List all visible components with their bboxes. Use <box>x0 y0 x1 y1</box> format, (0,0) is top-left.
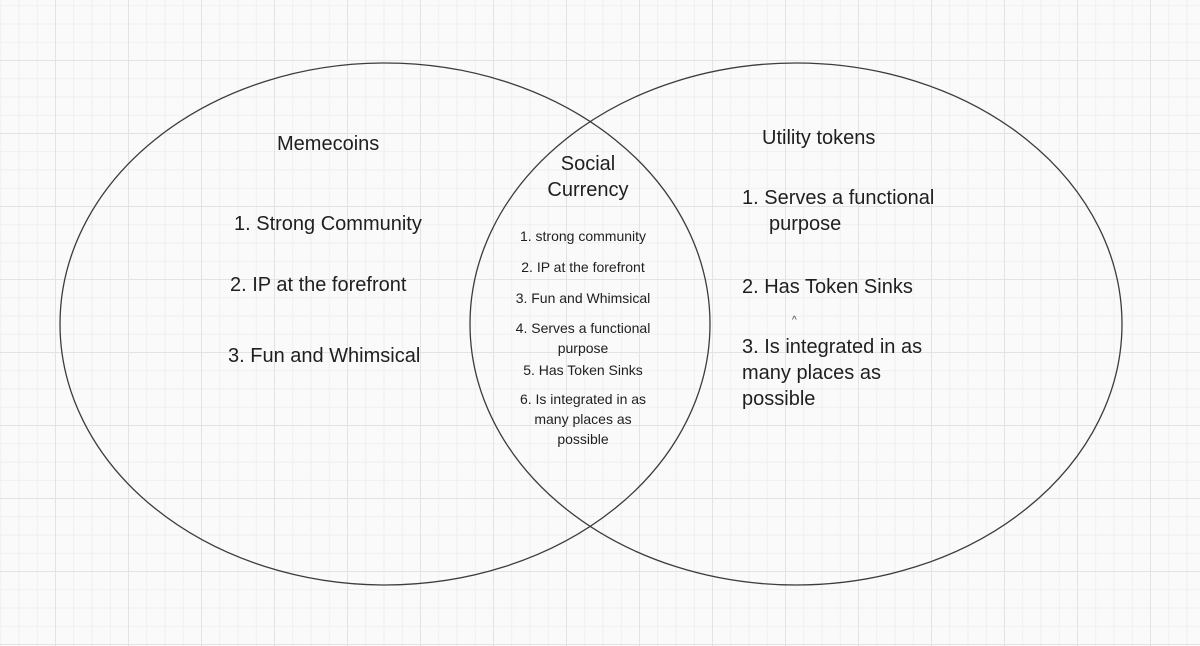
intersection-list-item[interactable]: 5. Has Token Sinks <box>523 362 643 378</box>
memecoins-list-item[interactable]: 1. Strong Community <box>234 213 422 235</box>
utility-list-item[interactable]: 2. Has Token Sinks <box>742 276 913 298</box>
memecoins-list-item[interactable]: 3. Fun and Whimsical <box>228 345 421 367</box>
utility-list-item[interactable]: 3. Is integrated in as many places as po… <box>742 336 923 410</box>
stray-caret-mark: ^ <box>792 315 797 326</box>
intersection-list-item[interactable]: 1. strong community <box>519 228 647 244</box>
social-currency-title[interactable]: Social Currency <box>547 153 629 201</box>
utility-tokens-title[interactable]: Utility tokens <box>762 127 876 149</box>
intersection-list-item[interactable]: 3. Fun and Whimsical <box>515 290 651 306</box>
utility-tokens-ellipse[interactable] <box>469 62 1123 586</box>
intersection-list-item[interactable]: 6. Is integrated in as many places as po… <box>519 391 647 447</box>
memecoins-ellipse[interactable] <box>59 62 711 586</box>
intersection-list-item[interactable]: 2. IP at the forefront <box>521 259 645 275</box>
utility-list-item[interactable]: 1. Serves a functional purpose <box>742 187 935 235</box>
intersection-list-item[interactable]: 4. Serves a functional purpose <box>515 320 651 356</box>
memecoins-list-item[interactable]: 2. IP at the forefront <box>230 274 407 296</box>
memecoins-title[interactable]: Memecoins <box>277 133 380 155</box>
